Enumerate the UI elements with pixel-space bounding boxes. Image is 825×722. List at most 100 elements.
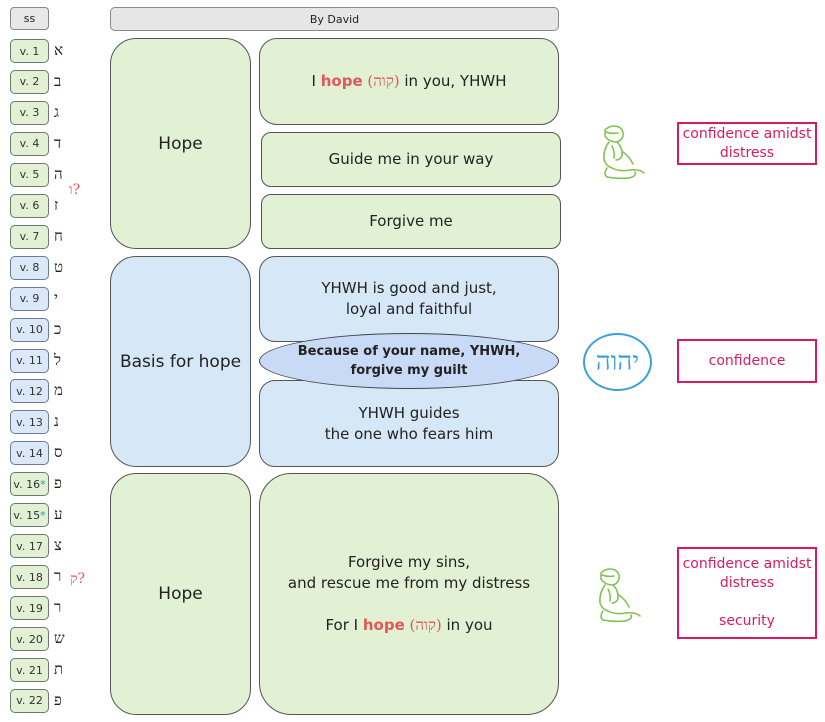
verse-button[interactable]: v. 19 [10,596,49,621]
question-mark-vav: ו? [69,182,81,198]
verse-button[interactable]: v. 1 [10,39,49,63]
hebrew-letter: נ [54,412,59,431]
section-hope-1: Hope [110,38,251,249]
verse-button[interactable]: v. 4 [10,131,49,156]
verse-label: v. 22 [16,694,43,708]
tag3-line3: security [719,613,775,629]
hebrew-letter: ד [54,133,62,152]
ss-tab[interactable]: ss [10,7,49,30]
kneeling-praying-figure-icon-2 [599,568,641,623]
question-mark-qof: ק? [70,571,86,587]
verse-button[interactable]: v. 9 [10,286,49,311]
verse-button[interactable]: v. 18 [10,565,49,590]
verse-button[interactable]: v. 8 [10,255,49,280]
verse-asterisk: * [40,508,46,522]
box-hope-keyword: hope [320,72,363,90]
box-yhwh-good-line2: loyal and faithful [345,300,473,318]
verse-label: v. 13 [16,415,43,429]
verse-button[interactable]: v. 7 [10,224,49,249]
verse-button[interactable]: v. 13 [10,410,49,435]
kneeling-praying-figure-icon [603,125,645,180]
verse-label: v. 4 [19,137,40,151]
box-yhwh-guides: YHWH guides the one who fears him [259,380,559,467]
oval-center-verse: Because of your name, YHWH, forgive my g… [259,333,559,389]
verse-button[interactable]: v. 10 [10,317,49,342]
hebrew-letter: י [54,288,58,307]
verse-button[interactable]: v. 2 [10,69,49,94]
box-hope-in-you: I hope (קוה) in you, YHWH [259,38,559,125]
box-yhwh-good: YHWH is good and just, loyal and faithfu… [259,256,559,342]
box-hope-hebrew: (קוה) [362,72,405,90]
hebrew-letter: פ [54,474,62,493]
box-hope-in-you-pre: I [311,72,321,90]
hebrew-letter: ג [54,102,59,121]
verse-button[interactable]: v. 3 [10,100,49,125]
verse-button[interactable]: v. 21 [10,658,49,682]
hebrew-letter: א [54,41,64,59]
yhwh-seal: יהוה [583,333,652,391]
verse-button[interactable]: v. 14 [10,441,49,466]
hebrew-letter: צ [54,536,62,555]
tag-confidence: confidence [677,339,817,383]
hebrew-letter: ר [54,598,62,617]
tag1-line2: distress [719,144,775,161]
section-basis-for-hope: Basis for hope [110,256,251,467]
box-forgive-me: Forgive me [261,194,561,249]
verse-label: v. 9 [19,292,40,306]
box-forgive-my-sins: Forgive my sins, and rescue me from my d… [259,473,559,715]
hebrew-letter: ב [54,71,62,90]
tag-confidence-amidst-distress-1: confidence amidst distress [677,122,817,165]
verse-button[interactable]: v. 22 [10,688,49,713]
verse-button[interactable]: v. 5 [10,162,49,187]
box-sins-line1: Forgive my sins, [347,553,471,571]
tag1-line1: confidence amidst [682,125,812,142]
hebrew-letter: ת [54,660,64,678]
hebrew-letter: מ [54,381,63,400]
verse-button[interactable]: v. 17 [10,534,49,559]
verse-label: v. 12 [16,384,43,398]
verse-label: v. 14 [16,446,43,460]
hebrew-letter: ה [54,164,63,183]
hebrew-letter: ע [54,505,63,524]
tag3-line2: distress [719,575,775,591]
verse-label: v. 18 [16,570,43,584]
title-bar: By David [110,7,559,31]
hebrew-letter: ל [54,350,62,369]
verse-label: v. 16 [13,477,41,491]
verse-button[interactable]: v. 12 [10,379,49,404]
box-guide-me: Guide me in your way [261,132,561,187]
box-yhwh-guides-line1: YHWH guides [358,403,460,422]
verse-label: v. 17 [16,539,43,553]
hebrew-letter: ס [54,443,63,462]
box-sins-keyword: hope [362,616,405,634]
verse-label: v. 8 [19,261,40,275]
verse-asterisk: * [40,477,46,491]
oval-line2: forgive my guilt [350,363,468,378]
box-sins-line2: and rescue me from my distress [287,574,531,592]
verse-label: v. 21 [16,663,43,677]
section-hope-2: Hope [110,473,251,715]
hebrew-letter: ז [54,195,59,214]
verse-button[interactable]: v. 16* [10,472,49,497]
verse-button[interactable]: v. 6 [10,193,49,218]
verse-label: v. 15 [13,508,41,522]
hebrew-letter: ט [54,257,64,276]
verse-button[interactable]: v. 11 [10,348,49,373]
box-sins-post: in you [446,616,493,634]
verse-button[interactable]: v. 15* [10,503,49,528]
hebrew-letter: פ [54,690,62,709]
box-yhwh-guides-line2: the one who fears him [324,424,494,443]
verse-label: v. 7 [19,230,40,244]
box-sins-pre: For I [325,616,363,634]
verse-button[interactable]: v. 20 [10,627,49,652]
box-yhwh-good-line1: YHWH is good and just, [321,279,497,297]
oval-line1: Because of your name, YHWH, [297,344,521,359]
yhwh-seal-text: יהוה [595,347,640,377]
hebrew-letter: כ [54,319,62,338]
box-hope-in-you-post: in you, YHWH [404,72,507,90]
verse-label: v. 1 [19,44,40,58]
hebrew-letter: ש [54,629,65,648]
verse-label: v. 6 [19,199,40,213]
verse-label: v. 20 [16,632,43,646]
box-sins-hebrew: (קוה) [404,616,447,634]
